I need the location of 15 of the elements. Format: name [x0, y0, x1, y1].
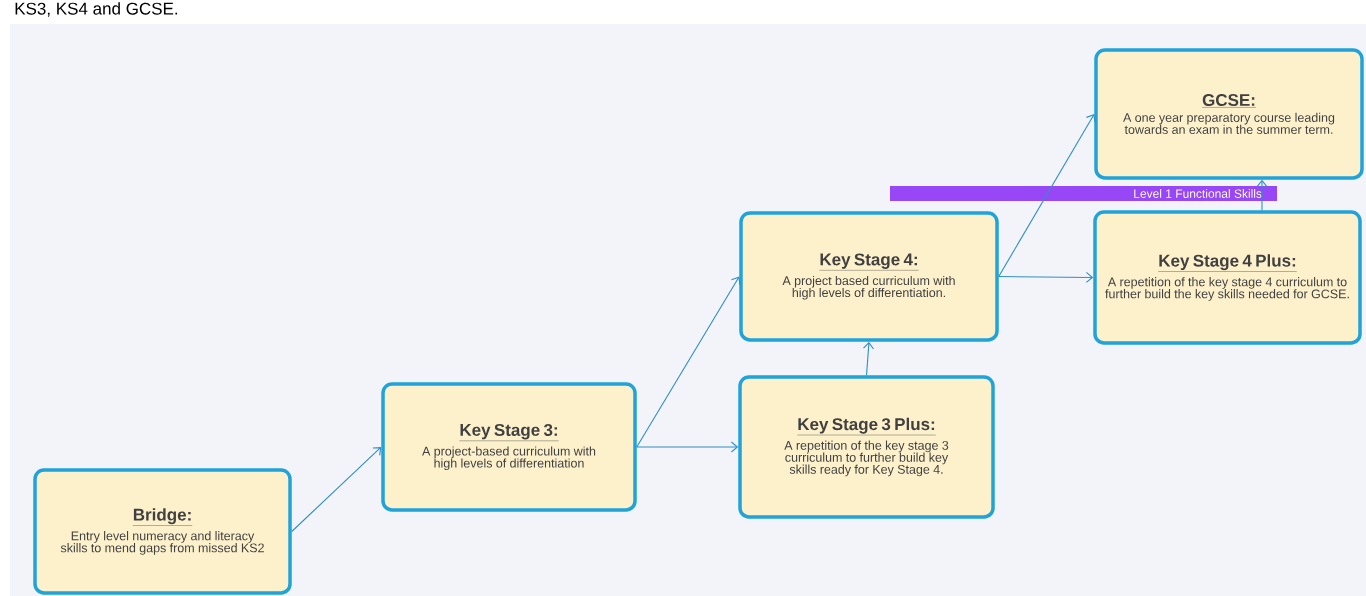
- stage-box: Key Stage 4 Plus: A repetition of the key stage 4 curriculum to further build the key skills needed for GCSE.: [1093, 210, 1362, 345]
- arrow: [636, 441, 739, 453]
- arrow: [291, 447, 382, 533]
- heading-text: KS3, KS4 and GCSE.: [15, 2, 178, 17]
- arrow: [636, 276, 741, 448]
- stage-box: Key Stage 3: A project-based curriculum with high levels of differentiation: [381, 382, 637, 512]
- arrow: [998, 271, 1094, 283]
- stage-box: Key Stage 4: A project based curriculum with high levels of differentiation.: [739, 211, 999, 342]
- arrow: [862, 341, 875, 376]
- stage-box: Bridge: Entry level numeracy and literacy skills to mend gaps from missed KS2: [33, 468, 292, 595]
- arrow: [998, 114, 1096, 278]
- arrow: [1256, 179, 1268, 211]
- stage-box: GCSE: A one year preparatory course leading towards an exam in the summer term.: [1094, 48, 1364, 180]
- stage-box: Key Stage 3 Plus: A repetition of the key stage 3 curriculum to further build key skills ready for Key Stage 4.: [738, 375, 995, 519]
- skills-band: Level 1 Functional Skills: [890, 186, 1277, 201]
